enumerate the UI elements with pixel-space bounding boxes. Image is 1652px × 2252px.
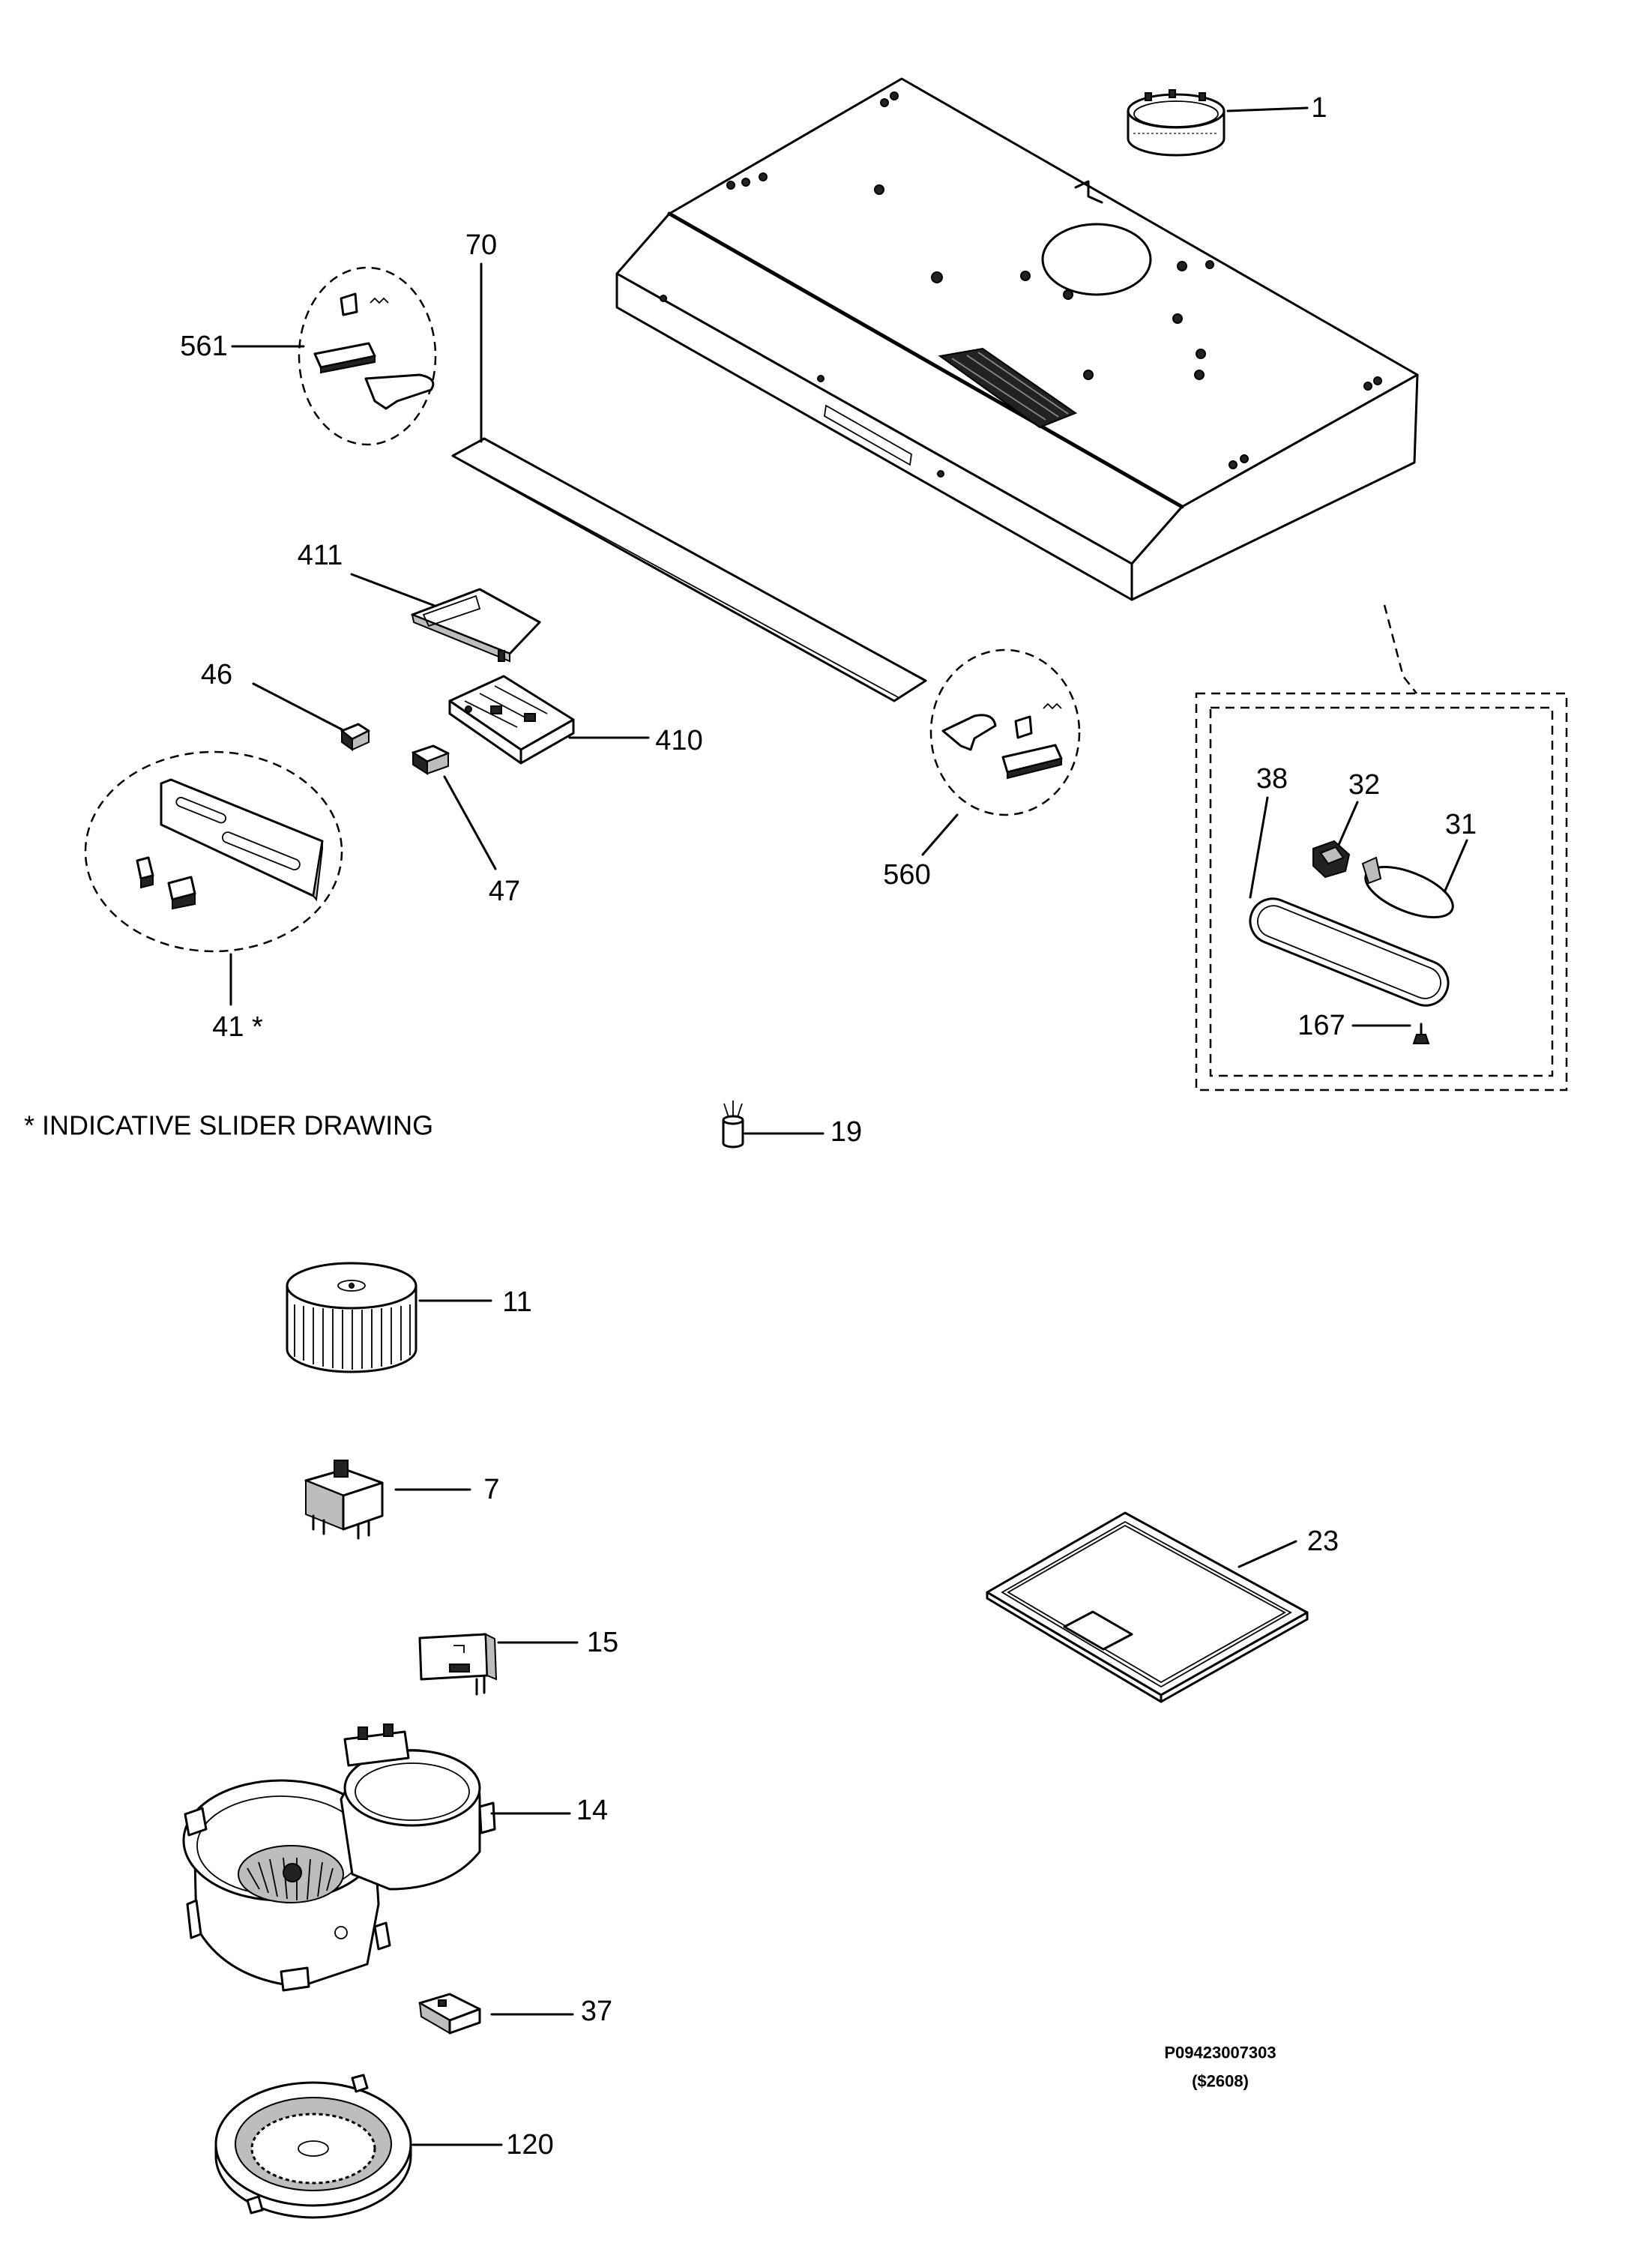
leader-line-46 bbox=[252, 682, 343, 731]
callout-15: 15 bbox=[587, 1627, 618, 1658]
part-46-block bbox=[340, 723, 370, 751]
callout-41: 41 * bbox=[212, 1011, 263, 1043]
detail-group-outline-41 bbox=[84, 750, 343, 953]
part-front-strip bbox=[451, 437, 927, 702]
callout-47: 47 bbox=[489, 876, 520, 907]
callout-167: 167 bbox=[1297, 1010, 1345, 1041]
callout-31: 31 bbox=[1445, 809, 1477, 840]
leader-line-1 bbox=[1226, 106, 1309, 112]
callout-560: 560 bbox=[883, 859, 930, 891]
part-120-charcoal-filter bbox=[214, 2074, 412, 2219]
callout-38: 38 bbox=[1256, 763, 1288, 795]
callout-14: 14 bbox=[576, 1795, 608, 1826]
hood-mounting-holes bbox=[660, 91, 1382, 478]
light-detail-box: 38 32 31 167 bbox=[1195, 604, 1568, 1092]
part-37-bracket bbox=[418, 1993, 481, 2035]
part-group-561 bbox=[298, 266, 437, 446]
range-hood-body bbox=[615, 77, 1419, 601]
callout-411: 411 bbox=[298, 540, 343, 571]
part-32-lamp-socket bbox=[1312, 840, 1351, 879]
leader-line-31 bbox=[1444, 839, 1468, 892]
part-11-blower-wheel bbox=[286, 1262, 417, 1373]
part-duct-collar bbox=[1127, 89, 1226, 157]
callout-70: 70 bbox=[465, 229, 497, 261]
part-47-block bbox=[412, 744, 450, 775]
part-control-cover bbox=[411, 588, 541, 663]
leader-line-47 bbox=[443, 775, 497, 870]
part-7-switch bbox=[304, 1460, 384, 1540]
callout-120: 120 bbox=[506, 2129, 553, 2161]
callout-23: 23 bbox=[1307, 1526, 1339, 1557]
callout-561: 561 bbox=[180, 331, 227, 362]
part-38-lamp-gasket bbox=[1249, 897, 1450, 1007]
callout-1: 1 bbox=[1311, 92, 1327, 124]
detail-group-outline-560 bbox=[929, 648, 1081, 816]
part-19-connector bbox=[722, 1101, 744, 1148]
part-control-tray bbox=[448, 675, 575, 765]
part-167-screw bbox=[1412, 1023, 1430, 1044]
part-14-blower-housing bbox=[182, 1723, 496, 1992]
drawing-code: P09423007303 bbox=[1164, 2044, 1276, 2062]
leader-line-23 bbox=[1238, 1540, 1297, 1568]
part-group-41-slider bbox=[84, 750, 343, 953]
callout-410: 410 bbox=[655, 725, 702, 756]
callout-11: 11 bbox=[502, 1286, 531, 1318]
callout-32: 32 bbox=[1348, 769, 1380, 801]
callout-19: 19 bbox=[830, 1116, 862, 1148]
slider-note: * INDICATIVE SLIDER DRAWING bbox=[24, 1110, 433, 1141]
part-group-560 bbox=[929, 648, 1081, 816]
part-31-lamp-bulb bbox=[1361, 856, 1454, 918]
callout-7: 7 bbox=[483, 1474, 499, 1505]
callout-46: 46 bbox=[201, 659, 232, 690]
part-23-grease-filter bbox=[986, 1511, 1309, 1703]
leader-line-38 bbox=[1249, 796, 1269, 899]
price-code: ($2608) bbox=[1192, 2072, 1249, 2091]
detail-group-outline-561 bbox=[298, 266, 437, 446]
leader-line-560 bbox=[921, 813, 959, 856]
leader-line-411 bbox=[350, 573, 436, 607]
callout-37: 37 bbox=[581, 1996, 612, 2027]
part-15-capacitor bbox=[418, 1633, 498, 1696]
leader-line-32 bbox=[1337, 801, 1359, 846]
